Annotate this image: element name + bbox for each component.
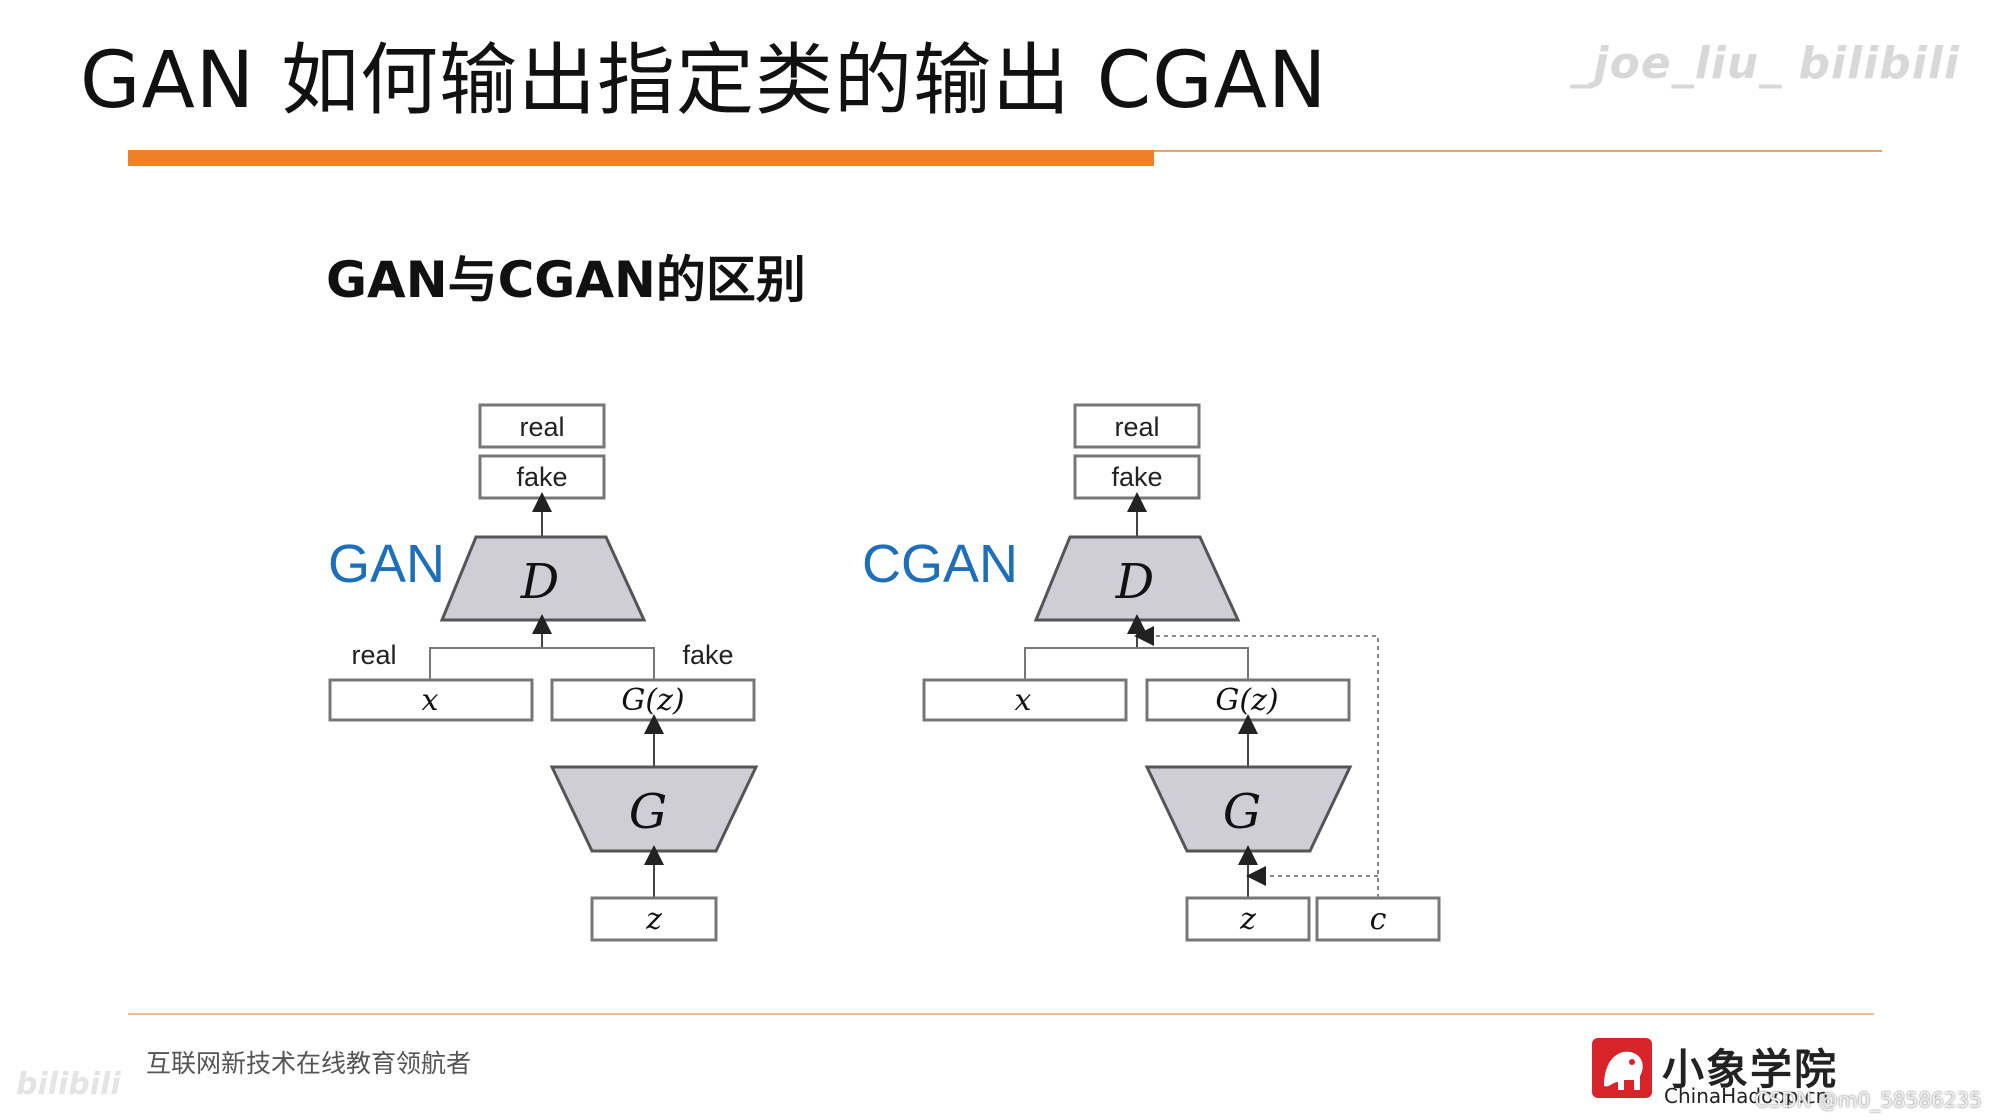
section-heading: GAN与CGAN的区别: [326, 251, 806, 309]
cgan-discriminator-label: D: [1115, 554, 1154, 610]
gan-branch-lines: [429, 647, 655, 680]
cgan-branch-lines: [1024, 647, 1249, 680]
cgan-noise-box: [1185, 896, 1311, 942]
slide-title: GAN 如何输出指定类的输出 CGAN: [80, 36, 1328, 126]
cgan-generator-label: G: [1223, 784, 1261, 840]
cgan-condition-to-d-path: [1134, 626, 1379, 898]
gan-diagram: GAN real fake D real fake x G(z) G z: [328, 403, 759, 942]
bilibili-watermark: _joe_liu_ bilibili: [1570, 38, 1960, 89]
gan-branch-fake-label: fake: [682, 640, 733, 670]
cgan-discriminator-shape: [1033, 535, 1241, 622]
bilibili-corner-logo: bilibili: [16, 1067, 121, 1102]
title-underline-accent: [128, 150, 1154, 166]
cgan-output-fake-label: fake: [1111, 462, 1162, 492]
gan-output-fake-box: [478, 454, 606, 500]
gan-gen-output-box: [550, 678, 756, 722]
gan-generator-shape: [549, 765, 759, 853]
cgan-output-real-box: [1073, 403, 1201, 449]
cgan-condition-label: c: [1370, 902, 1387, 937]
cgan-output-real-label: real: [1114, 412, 1159, 442]
logo-subtitle: ChinaHadoop.cn: [1664, 1084, 1829, 1108]
cgan-generator-shape: [1144, 765, 1353, 853]
gan-input-x-box: [328, 678, 534, 722]
footer-slogan: 互联网新技术在线教育领航者: [146, 1049, 472, 1078]
gan-input-x-label: x: [422, 683, 439, 718]
cgan-label: CGAN: [862, 534, 1018, 594]
gan-output-real-label: real: [519, 412, 564, 442]
elephant-logo-icon: [1592, 1038, 1652, 1098]
logo-name: 小象学院: [1662, 1045, 1839, 1094]
cgan-input-x-label: x: [1015, 683, 1032, 718]
gan-branch-real-label: real: [351, 640, 396, 670]
gan-noise-label: z: [645, 902, 662, 937]
cgan-noise-label: z: [1239, 902, 1256, 937]
cgan-diagram: CGAN real fake D x G(z) G z c: [862, 403, 1441, 942]
title-underline-thin: [1154, 150, 1882, 152]
gan-discriminator-shape: [439, 535, 647, 622]
gan-gen-output-label: G(z): [621, 683, 684, 718]
cgan-gen-output-label: G(z): [1215, 683, 1278, 718]
gan-label: GAN: [328, 534, 445, 594]
cgan-input-x-box: [922, 678, 1128, 722]
gan-generator-label: G: [629, 784, 667, 840]
footer-divider: [128, 1013, 1874, 1015]
gan-output-fake-label: fake: [516, 462, 567, 492]
xiaoxiang-logo: 小象学院 ChinaHadoop.cn: [1590, 1036, 1850, 1108]
csdn-watermark: CSDN @m0_58586235: [1754, 1088, 1982, 1112]
gan-discriminator-label: D: [520, 554, 559, 610]
gan-output-real-box: [478, 403, 606, 449]
gan-noise-box: [590, 896, 718, 942]
